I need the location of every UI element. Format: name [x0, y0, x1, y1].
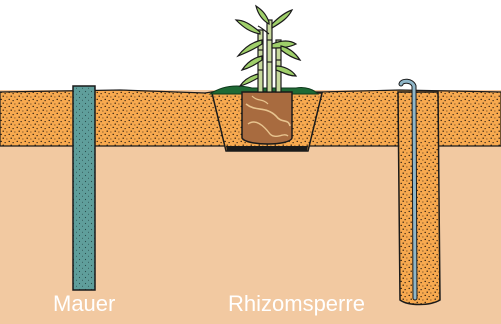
wall: [73, 86, 95, 290]
bamboo-plant: [236, 6, 300, 92]
rhizome-barrier-label: Rhizomsperre: [228, 293, 365, 315]
barrier-trench: [398, 92, 440, 305]
pit-bottom: [226, 146, 308, 151]
root-ball: [242, 92, 292, 144]
wall-label: Mauer: [53, 293, 115, 315]
